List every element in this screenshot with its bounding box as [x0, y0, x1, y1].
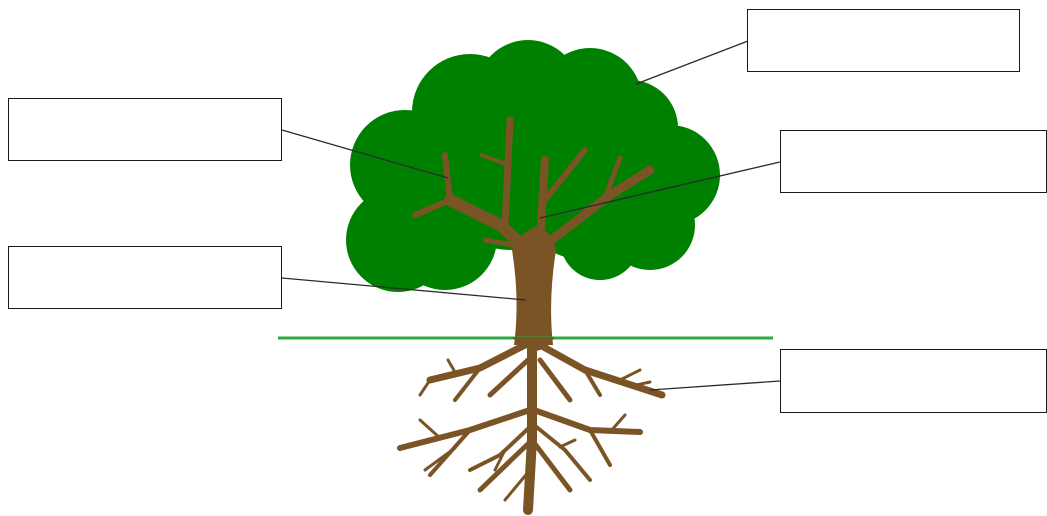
- leader-line-left-upper: [281, 129, 449, 179]
- tree-roots: [397, 337, 666, 515]
- label-box-right-middle[interactable]: [780, 130, 1047, 193]
- label-box-top-right[interactable]: [747, 9, 1020, 72]
- label-box-left-upper[interactable]: [8, 98, 282, 161]
- label-box-right-lower[interactable]: [780, 349, 1047, 413]
- leader-line-right-lower: [649, 380, 781, 391]
- label-box-left-lower[interactable]: [8, 246, 282, 309]
- leader-line-top-right: [635, 40, 749, 85]
- leader-lines: [281, 40, 781, 391]
- tree-trunk: [512, 226, 556, 345]
- leader-line-right-middle: [539, 161, 781, 219]
- leader-line-left-lower: [281, 277, 527, 301]
